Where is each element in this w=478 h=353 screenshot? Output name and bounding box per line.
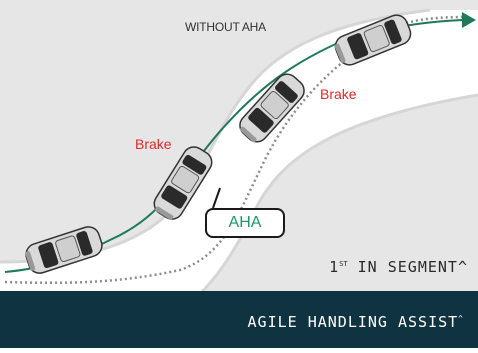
footer-mark: ^ — [458, 314, 464, 323]
road — [0, 10, 478, 330]
brake-label-upper: Brake — [320, 86, 357, 102]
segment-badge: 1ST IN SEGMENT^ — [329, 258, 468, 276]
car-icon — [153, 146, 213, 220]
aha-callout-pointer — [212, 187, 221, 209]
footer-title: AGILE HANDLING ASSIST — [247, 313, 459, 331]
segment-rank: 1 — [329, 258, 340, 276]
brake-label-lower: Brake — [135, 136, 172, 152]
car-icon — [239, 73, 305, 143]
car-icon — [334, 14, 412, 66]
footer-title-wrap: AGILE HANDLING ASSIST^ — [248, 313, 464, 331]
without-aha-label: WITHOUT AHA — [185, 20, 266, 34]
aha-label: AHA — [228, 214, 262, 231]
segment-mark: ^ — [457, 258, 468, 276]
car-icon — [25, 226, 103, 274]
aha-callout: AHA — [205, 208, 285, 238]
footer-banner: AGILE HANDLING ASSIST^ — [0, 291, 478, 348]
road-edge-inner — [0, 8, 431, 264]
segment-text: IN SEGMENT — [347, 258, 458, 276]
arrow-head-icon — [462, 12, 476, 28]
segment-rank-suffix: ST — [339, 260, 348, 268]
